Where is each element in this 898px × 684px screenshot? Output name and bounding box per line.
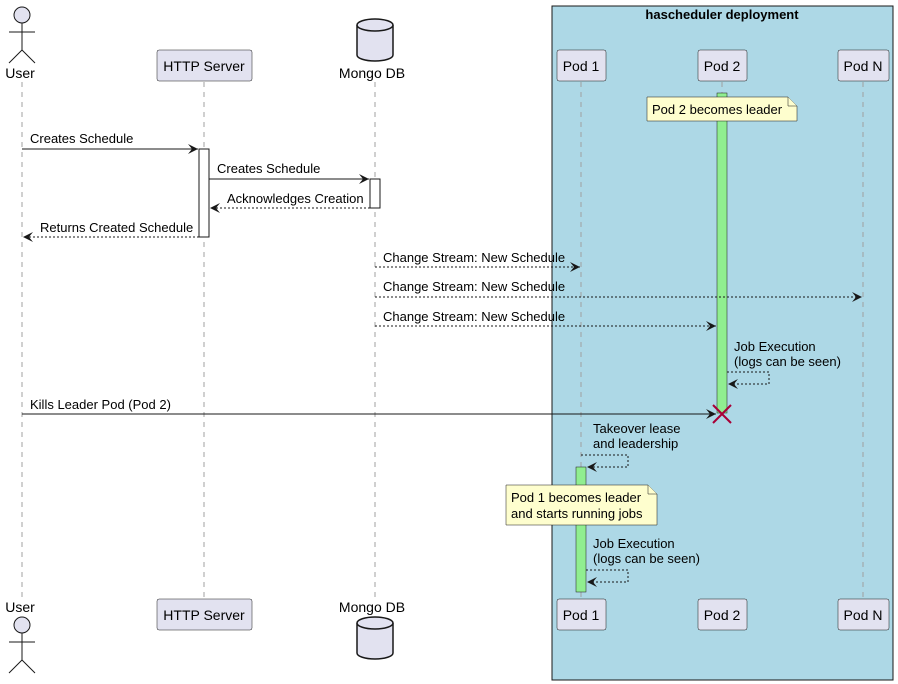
database-icon [356,18,394,62]
participant-pod-n-top: Pod N [837,49,890,82]
note-text: Pod 2 becomes leader [652,102,783,117]
participant-label: Mongo DB [339,599,405,615]
participant-label: HTTP Server [163,607,245,623]
message-label: Creates Schedule [30,131,133,146]
actor-icon [8,616,36,674]
note-pod-2-leader: Pod 2 becomes leader [646,96,798,122]
participant-pod-1-bottom: Pod 1 [556,598,607,631]
message-label: Creates Schedule [217,161,320,176]
message-label: Job Execution [593,536,675,551]
activation-pod-2-leader [716,92,728,414]
message-takeover-lease: Takeover lease and leadership [581,421,680,472]
participant-pod-1-top: Pod 1 [556,49,607,82]
message-creates-schedule-2: Creates Schedule [209,161,369,184]
participant-mongo-db-top: Mongo DB [339,18,405,81]
message-label: Job Execution [734,339,816,354]
actor-icon [8,6,36,64]
destroy-marker-pod-2 [712,404,732,424]
message-label: Acknowledges Creation [227,191,364,206]
participant-label: Pod N [844,58,883,74]
participant-label: Pod N [844,607,883,623]
participant-pod-2-top: Pod 2 [697,49,748,82]
participant-mongo-db-bottom: Mongo DB [339,599,405,660]
note-text: and starts running jobs [511,506,643,521]
message-kills-leader-pod: Kills Leader Pod (Pod 2) [22,397,716,419]
message-job-execution-pod-2: Job Execution (logs can be seen) [727,339,841,389]
message-change-stream-pod-1: Change Stream: New Schedule [375,250,580,272]
message-label: Takeover lease [593,421,680,436]
message-change-stream-pod-2: Change Stream: New Schedule [375,309,716,331]
message-acknowledges-creation: Acknowledges Creation [210,191,370,213]
message-label: Change Stream: New Schedule [383,250,565,265]
message-change-stream-pod-n: Change Stream: New Schedule [375,279,862,302]
participant-pod-n-bottom: Pod N [837,598,890,631]
participant-user-top: User [5,6,36,81]
participant-label: User [5,599,35,615]
message-label: Change Stream: New Schedule [383,309,565,324]
participant-label: User [5,65,35,81]
participant-label: Pod 1 [563,607,600,623]
message-label: Returns Created Schedule [40,220,193,235]
activation-mongo-db [369,178,381,209]
note-pod-1-leader: Pod 1 becomes leader and starts running … [505,484,658,526]
message-label: and leadership [593,436,678,451]
message-label: (logs can be seen) [734,354,841,369]
group-title: hascheduler deployment [645,7,799,22]
message-label: Change Stream: New Schedule [383,279,565,294]
note-text: Pod 1 becomes leader [511,490,642,505]
participant-label: Mongo DB [339,65,405,81]
message-returns-created-schedule: Returns Created Schedule [23,220,199,242]
activation-http-server [198,148,210,238]
participant-http-server-top: HTTP Server [156,49,253,82]
participant-label: Pod 2 [704,607,741,623]
database-icon [356,616,394,660]
participant-label: HTTP Server [163,58,245,74]
message-label: Kills Leader Pod (Pod 2) [30,397,171,412]
participant-http-server-bottom: HTTP Server [156,598,253,631]
participant-pod-2-bottom: Pod 2 [697,598,748,631]
participant-label: Pod 2 [704,58,741,74]
message-job-execution-pod-1: Job Execution (logs can be seen) [586,536,700,587]
participant-label: Pod 1 [563,58,600,74]
participant-user-bottom: User [5,599,36,674]
activation-pod-1-leader [575,466,587,593]
message-creates-schedule-1: Creates Schedule [22,131,198,154]
message-label: (logs can be seen) [593,551,700,566]
